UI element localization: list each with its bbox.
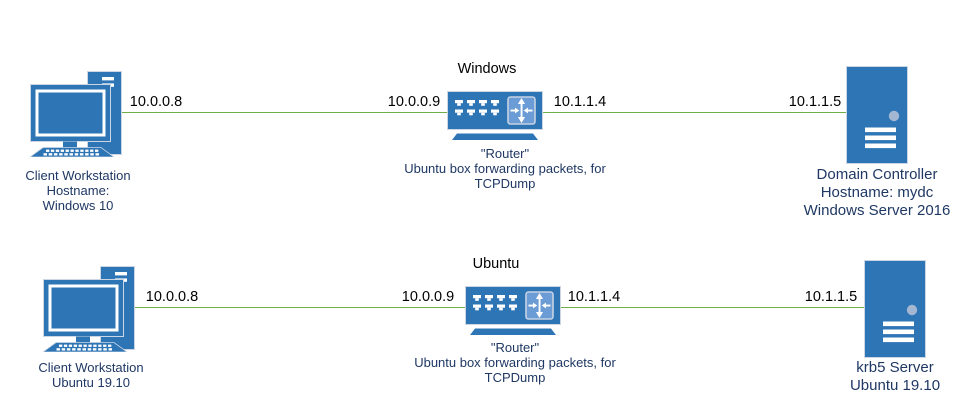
ip-address-label: 10.1.1.4 [567, 289, 621, 305]
caption-line: "Router" [490, 340, 540, 355]
router-icon [465, 286, 561, 335]
client-caption: Client Workstation Hostname: Windows 10 [25, 168, 130, 213]
server-caption: Domain Controller Hostname: mydc Windows… [804, 166, 951, 220]
caption-line: Ubuntu box forwarding packets, for [404, 161, 606, 177]
caption-line: Ubuntu 19.10 [51, 375, 131, 391]
caption-line: Windows 10 [42, 198, 114, 214]
ip-address-label: 10.0.0.8 [129, 94, 183, 110]
router-caption: "Router" Ubuntu box forwarding packets, … [404, 146, 606, 191]
server-icon [846, 66, 908, 164]
ip-address-label: 10.1.1.5 [804, 289, 858, 305]
caption-line: krb5 Server [856, 359, 934, 376]
caption-line: Domain Controller [816, 166, 938, 183]
caption-line: Hostname: [46, 183, 110, 199]
os-segment-title: Ubuntu [472, 256, 520, 272]
client-workstation-icon [43, 266, 136, 352]
ip-address-label: 10.1.1.4 [553, 94, 607, 110]
caption-line: Windows Server 2016 [803, 202, 951, 219]
server-icon [864, 260, 926, 358]
server-caption: krb5 Server Ubuntu 19.10 [850, 359, 940, 395]
router-caption: "Router" Ubuntu box forwarding packets, … [414, 340, 616, 385]
caption-line: Hostname: mydc [820, 184, 934, 201]
caption-line: Client Workstation [38, 360, 144, 375]
ip-address-label: 10.1.1.5 [788, 94, 842, 110]
ip-address-label: 10.0.0.9 [387, 94, 441, 110]
caption-line: Ubuntu 19.10 [849, 377, 941, 394]
caption-line: TCPDump [474, 176, 536, 192]
os-segment-title: Windows [457, 61, 517, 77]
ip-address-label: 10.0.0.8 [145, 289, 199, 305]
ip-address-label: 10.0.0.9 [401, 289, 455, 305]
client-workstation-icon [30, 71, 123, 157]
client-caption: Client Workstation Ubuntu 19.10 [38, 360, 143, 390]
caption-line: "Router" [480, 146, 530, 161]
caption-line: Ubuntu box forwarding packets, for [414, 355, 616, 371]
caption-line: TCPDump [484, 370, 546, 386]
caption-line: Client Workstation [25, 168, 131, 183]
router-icon [447, 91, 543, 140]
